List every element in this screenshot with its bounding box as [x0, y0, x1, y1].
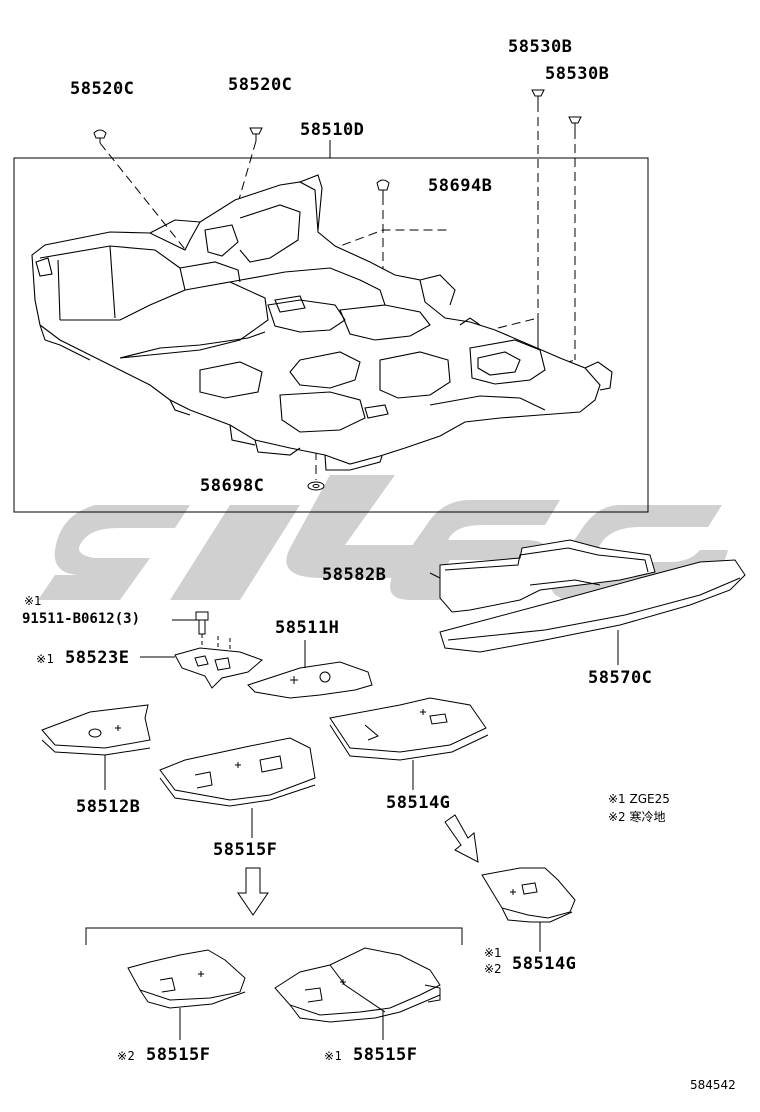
mark-2-small-mat: ※2	[484, 962, 502, 976]
label-58530b-b: 58530B	[545, 64, 610, 84]
label-58514g-a: 58514G	[386, 793, 451, 813]
clip-58694b-icon	[376, 179, 390, 196]
legend-row-2: ※2 寒冷地	[608, 810, 666, 824]
arrow-down-icon	[237, 867, 269, 916]
bolt-part-number: 91511-B0612(3)	[22, 611, 141, 627]
clip-58520c-b-icon	[249, 127, 263, 141]
label-58515f-variant-1: ※1 58515F	[324, 1045, 418, 1065]
clip-58530b-a-icon	[531, 89, 545, 103]
label-58530b-a: 58530B	[508, 37, 573, 57]
label-58520c-a: 58520C	[70, 79, 135, 99]
mat-58514g-small	[481, 867, 576, 923]
label-58511h: 58511H	[275, 618, 340, 638]
label-58520c-b: 58520C	[228, 75, 293, 95]
clip-58520c-a-icon	[93, 129, 107, 143]
mark-1-small-mat: ※1	[484, 946, 502, 960]
floor-mat-58582b	[439, 539, 656, 613]
mat-58515f-variant-2	[127, 949, 246, 1009]
bracket-58523e	[174, 647, 263, 689]
label-58515f: 58515F	[213, 840, 278, 860]
floor-carpet-58510d	[31, 174, 613, 471]
label-58512b: 58512B	[76, 797, 141, 817]
bolt-91511-icon	[195, 611, 209, 635]
mark-1: ※1	[36, 652, 55, 666]
bolt-note-mark: ※1	[24, 594, 42, 608]
diagram-reference-number: 584542	[690, 1078, 736, 1092]
label-58510d: 58510D	[300, 120, 365, 140]
label-58570c: 58570C	[588, 668, 653, 688]
label-58694b: 58694B	[428, 176, 493, 196]
clip-58530b-b-icon	[568, 116, 582, 130]
legend-row-1: ※1 ZGE25	[608, 792, 670, 806]
mat-58514g	[329, 697, 489, 761]
arrow-diagonal-icon	[444, 814, 479, 863]
legend: ※1 ZGE25 ※2 寒冷地	[608, 790, 670, 826]
mat-58512b	[41, 704, 151, 756]
label-58523e: ※1 58523E	[36, 648, 129, 669]
floor-carpet-frame	[13, 157, 649, 513]
mat-58511h	[247, 661, 373, 699]
label-58698c: 58698C	[200, 476, 265, 496]
grommet-58698c-icon	[307, 481, 325, 491]
variants-bracket	[85, 927, 463, 945]
deck-board-58570c	[439, 559, 746, 653]
label-58515f-variant-2: ※2 58515F	[117, 1045, 211, 1065]
mat-58515f	[159, 737, 316, 807]
label-58523e-text: 58523E	[65, 648, 130, 668]
mat-58515f-variant-1	[274, 947, 441, 1023]
label-58582b: 58582B	[322, 565, 387, 585]
label-58514g-b: 58514G	[512, 954, 577, 974]
